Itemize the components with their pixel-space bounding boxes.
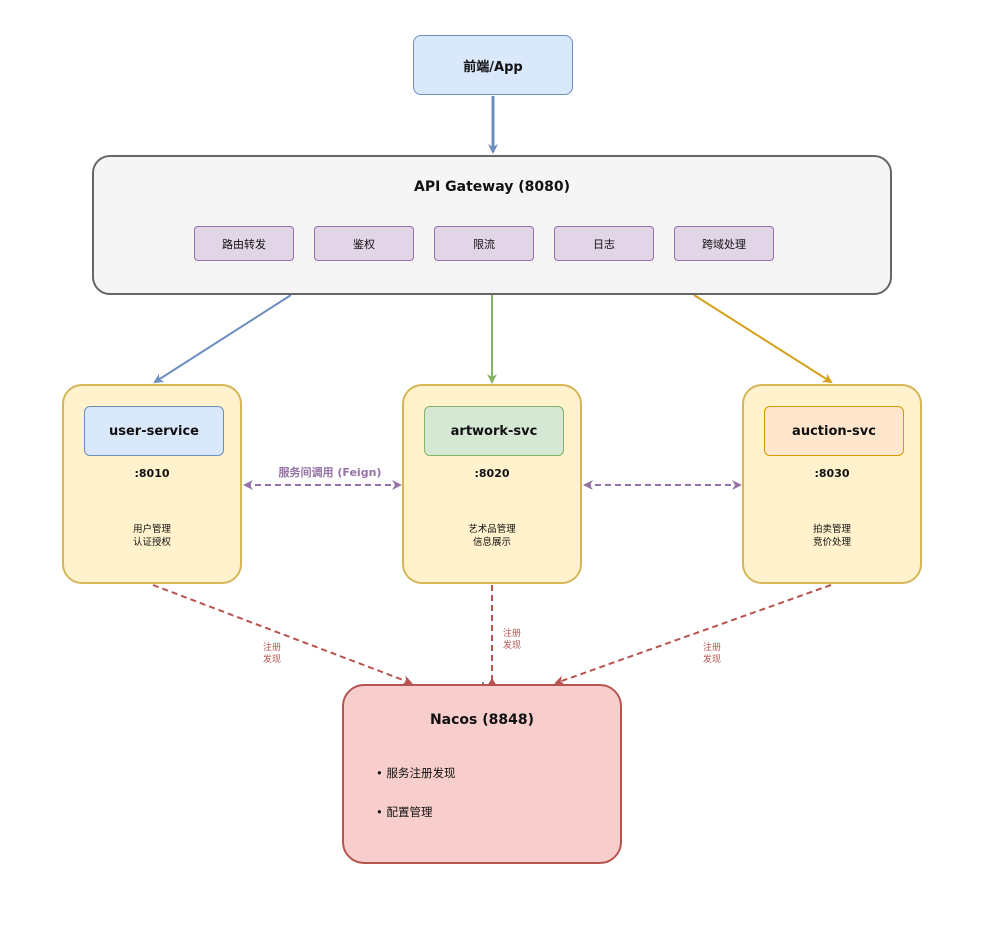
service-desc-line: 拍卖管理 — [812, 524, 851, 535]
service-name: user-service — [84, 406, 224, 456]
discover-label: 发现 — [502, 641, 521, 651]
service-port: :8010 — [134, 467, 170, 480]
service-description: 用户管理 认证授权 — [64, 523, 240, 549]
nacos-item-service-discovery: • 服务注册发现 — [376, 766, 456, 780]
service-name: auction-svc — [764, 406, 904, 456]
gateway-feature-logging: 日志 — [554, 226, 654, 261]
edge-gateway-to-auction — [693, 294, 833, 384]
service-desc-line: 竞价处理 — [812, 537, 851, 548]
service-description: 拍卖管理 竞价处理 — [744, 523, 920, 549]
service-name: artwork-svc — [424, 406, 564, 456]
register-discover-label-user: 注册 发现 — [257, 642, 287, 666]
nacos-node: Nacos (8848) • 服务注册发现 • 配置管理 — [342, 684, 622, 864]
nacos-title: Nacos (8848) — [429, 712, 535, 728]
gateway-title: API Gateway (8080) — [413, 179, 571, 195]
feign-call-label: 服务间调用 (Feign) — [278, 466, 382, 479]
register-discover-label-auction: 注册 发现 — [697, 642, 727, 666]
service-port: :8030 — [814, 467, 850, 480]
service-desc-line: 认证授权 — [132, 537, 171, 548]
service-port: :8020 — [474, 467, 510, 480]
edge-user-to-nacos — [152, 584, 413, 685]
frontend-node: 前端/App — [413, 35, 573, 95]
gateway-feature-auth: 鉴权 — [314, 226, 414, 261]
gateway-feature-rate-limit: 限流 — [434, 226, 534, 261]
artwork-service-node: artwork-svc :8020 艺术品管理 信息展示 — [402, 384, 582, 584]
register-label: 注册 — [502, 629, 521, 639]
service-desc-line: 信息展示 — [472, 537, 511, 548]
discover-label: 发现 — [262, 655, 281, 665]
gateway-feature-routing: 路由转发 — [194, 226, 294, 261]
auction-service-node: auction-svc :8030 拍卖管理 竞价处理 — [742, 384, 922, 584]
register-discover-label-artwork: 注册 发现 — [497, 628, 527, 652]
register-label: 注册 — [262, 643, 281, 653]
edge-auction-to-nacos — [554, 584, 832, 686]
nacos-item-config-management: • 配置管理 — [376, 805, 433, 819]
frontend-label: 前端/App — [463, 59, 523, 75]
api-gateway-node: API Gateway (8080) 路由转发 鉴权 限流 日志 跨域处理 — [92, 155, 892, 295]
discover-label: 发现 — [702, 655, 721, 665]
user-service-node: user-service :8010 用户管理 认证授权 — [62, 384, 242, 584]
register-label: 注册 — [702, 643, 721, 653]
edge-gateway-to-user — [153, 294, 292, 384]
service-desc-line: 艺术品管理 — [468, 524, 516, 535]
service-description: 艺术品管理 信息展示 — [404, 523, 580, 549]
service-desc-line: 用户管理 — [132, 524, 171, 535]
gateway-feature-cors: 跨域处理 — [674, 226, 774, 261]
